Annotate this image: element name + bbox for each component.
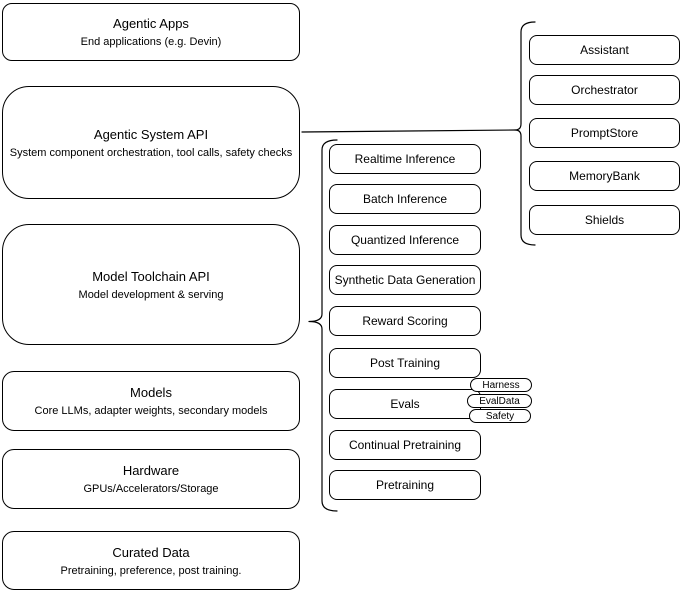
- box-label: Evals: [390, 397, 420, 411]
- box-quantized-inference: Quantized Inference: [329, 225, 481, 255]
- box-label: MemoryBank: [569, 169, 640, 183]
- box-evals: Evals: [329, 389, 481, 419]
- box-subtitle: Model development & serving: [78, 288, 224, 301]
- box-label: Assistant: [580, 43, 629, 57]
- tag-harness: Harness: [470, 378, 532, 392]
- box-title: Model Toolchain API: [92, 268, 210, 284]
- box-memorybank: MemoryBank: [529, 161, 680, 191]
- box-label: Batch Inference: [362, 192, 448, 206]
- box-subtitle: End applications (e.g. Devin): [80, 36, 222, 48]
- tag-evaldata: EvalData: [467, 394, 532, 408]
- box-label: Pretraining: [375, 478, 435, 492]
- box-continual-pretraining: Continual Pretraining: [329, 430, 481, 460]
- tag-label: Harness: [482, 379, 520, 391]
- box-label: Synthetic Data Generation: [334, 273, 476, 287]
- box-label: PromptStore: [570, 126, 639, 140]
- box-batch-inference: Batch Inference: [329, 184, 481, 214]
- box-label: Quantized Inference: [350, 233, 460, 247]
- box-pretraining: Pretraining: [329, 470, 481, 500]
- box-label: Shields: [584, 213, 625, 227]
- connector-asapi-to-system-group: [301, 129, 516, 133]
- box-subtitle: System component orchestration, tool cal…: [9, 146, 293, 159]
- box-label: Orchestrator: [571, 83, 638, 97]
- box-title: Models: [130, 385, 172, 400]
- box-subtitle: Core LLMs, adapter weights, secondary mo…: [34, 405, 268, 417]
- box-title: Agentic Apps: [113, 16, 189, 31]
- box-model-toolchain-api: Model Toolchain API Model development & …: [2, 224, 300, 345]
- box-hardware: Hardware GPUs/Accelerators/Storage: [2, 449, 300, 509]
- box-agentic-system-api: Agentic System API System component orch…: [2, 86, 300, 199]
- tag-label: Safety: [485, 410, 515, 422]
- brace-toolchain-group: [308, 139, 338, 512]
- box-orchestrator: Orchestrator: [529, 75, 680, 105]
- box-subtitle: Pretraining, preference, post training.: [60, 564, 242, 577]
- box-shields: Shields: [529, 205, 680, 235]
- brace-system-group: [514, 21, 536, 246]
- box-synthetic-data-generation: Synthetic Data Generation: [329, 265, 481, 295]
- box-label: Realtime Inference: [354, 152, 456, 166]
- box-title: Agentic System API: [93, 126, 209, 142]
- box-realtime-inference: Realtime Inference: [329, 144, 481, 174]
- box-subtitle: GPUs/Accelerators/Storage: [83, 483, 219, 495]
- box-title: Curated Data: [112, 544, 190, 560]
- box-label: Reward Scoring: [362, 314, 448, 328]
- box-post-training: Post Training: [329, 348, 481, 378]
- box-label: Continual Pretraining: [348, 438, 462, 452]
- box-reward-scoring: Reward Scoring: [329, 306, 481, 336]
- box-curated-data: Curated Data Pretraining, preference, po…: [2, 531, 300, 590]
- box-assistant: Assistant: [529, 35, 680, 65]
- tag-safety: Safety: [469, 409, 531, 423]
- tag-label: EvalData: [479, 395, 520, 407]
- box-agentic-apps: Agentic Apps End applications (e.g. Devi…: [2, 3, 300, 61]
- box-promptstore: PromptStore: [529, 118, 680, 148]
- box-title: Hardware: [122, 463, 180, 478]
- box-label: Post Training: [369, 356, 441, 370]
- box-models: Models Core LLMs, adapter weights, secon…: [2, 371, 300, 431]
